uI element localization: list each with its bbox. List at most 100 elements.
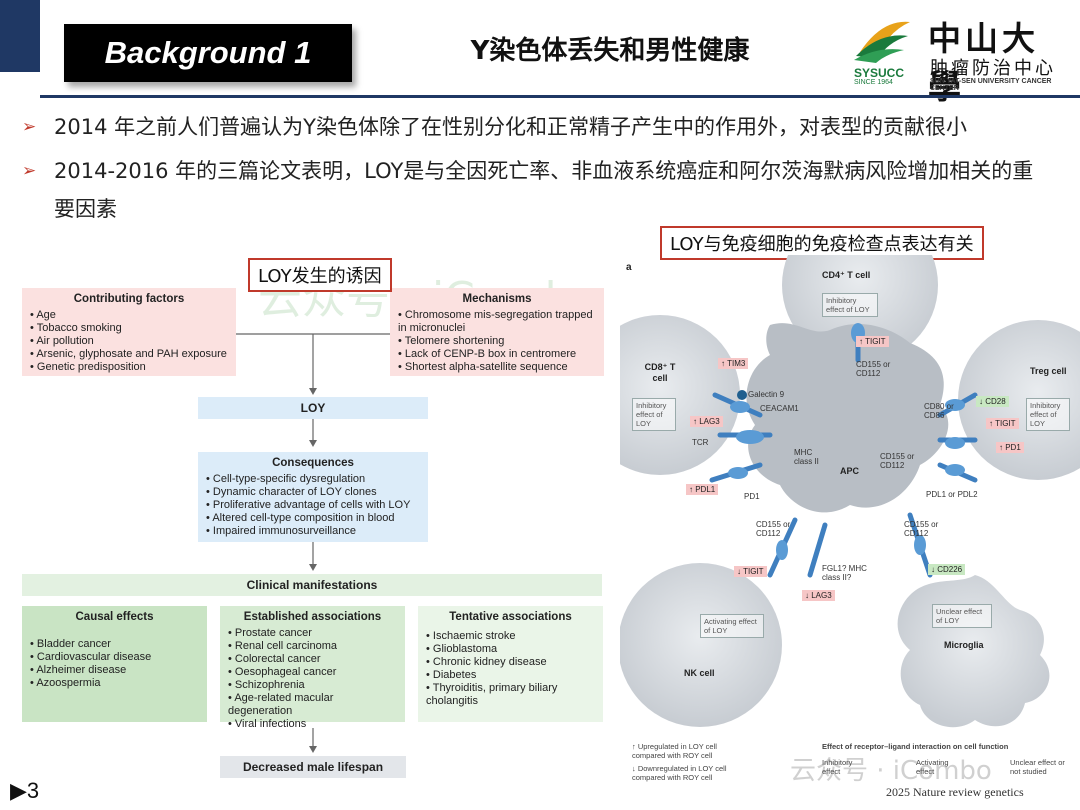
list-item: Thyroiditis, primary biliary cholangitis xyxy=(426,682,595,708)
bullet-item: ➢ 2014-2016 年的三篇论文表明，LOY是与全因死亡率、非血液系统癌症和… xyxy=(22,152,1052,228)
tag-pdl1: ↑ PDL1 xyxy=(686,484,719,495)
list-item: Bladder cancer xyxy=(30,638,199,651)
immune-cells-illustration xyxy=(620,255,1080,728)
legend-activating: Activating effect xyxy=(916,758,949,776)
list-item: Tobacco smoking xyxy=(30,322,228,335)
legend-down: ↓ Downregulated in LOY cell compared wit… xyxy=(632,764,727,782)
cd4-effect-label: Inhibitory effect of LOY xyxy=(822,293,878,317)
outcome-box: Decreased male lifespan xyxy=(220,756,406,778)
list-item: Age-related macular degeneration xyxy=(228,692,397,718)
legend-title: Effect of receptor–ligand interaction on… xyxy=(822,742,1009,751)
cd4-cell-label: CD4⁺ T cell xyxy=(822,270,871,280)
watermark: 云众号 · iCombo xyxy=(790,756,992,786)
bullet-list: ➢ 2014 年之前人们普遍认为Y染色体除了在性别分化和正常精子产生中的作用外，… xyxy=(22,108,1052,234)
legend-inhibitory: Inhibitory effect xyxy=(822,758,853,776)
mechanisms-box: Mechanisms Chromosome mis-segregation tr… xyxy=(390,288,604,376)
molecule-ceacam: CEACAM1 xyxy=(760,404,799,413)
list-item: Age xyxy=(30,309,228,322)
legend-up: ↑ Upregulated in LOY cell compared with … xyxy=(632,742,717,760)
consequences-title: Consequences xyxy=(272,457,354,469)
logo-abbr: SYSUCC xyxy=(854,66,905,80)
list-item: Arsenic, glyphosate and PAH exposure xyxy=(30,348,228,361)
causal-effects-title: Causal effects xyxy=(75,611,154,623)
mechanisms-title: Mechanisms xyxy=(462,293,532,305)
cd8-cell-label: CD8⁺ T cell xyxy=(644,362,676,383)
molecule-cd80: CD80 or CD86 xyxy=(924,402,954,420)
molecule-cd155-br: CD155 or CD112 xyxy=(904,520,939,538)
callout-left: LOY发生的诱因 xyxy=(248,258,392,292)
list-item: Alzheimer disease xyxy=(30,664,199,677)
molecule-cd155-right: CD155 or CD112 xyxy=(880,452,915,470)
tag-lag3-nk: ↓ LAG3 xyxy=(802,590,835,601)
nk-effect-label: Activating effect of LOY xyxy=(700,614,764,638)
institution-logo: SYSUCC SINCE 1964 中山大學 肿瘤防治中心 SUN YAT-SE… xyxy=(850,10,1072,106)
apc-label: APC xyxy=(840,466,860,476)
molecule-pd1: PD1 xyxy=(744,492,760,501)
causal-effects-box: Causal effects Bladder cancer Cardiovasc… xyxy=(22,606,207,722)
loy-box: LOY xyxy=(198,397,428,419)
cd8-effect-label: Inhibitory effect of LOY xyxy=(632,398,676,431)
tag-tigit-cd4: ↑ TIGIT xyxy=(856,336,889,347)
panel-letter: a xyxy=(626,262,632,273)
list-item: Glioblastoma xyxy=(426,643,595,656)
consequences-box: Consequences Cell-type-specific dysregul… xyxy=(198,452,428,542)
list-item: Ischaemic stroke xyxy=(426,630,595,643)
list-item: Viral infections xyxy=(228,718,397,731)
list-item: Renal cell carcinoma xyxy=(228,640,397,653)
logo-name-en: SUN YAT-SEN UNIVERSITY CANCER CENTER xyxy=(930,78,1052,92)
list-item: Proliferative advantage of cells with LO… xyxy=(206,499,420,512)
molecule-tcr: TCR xyxy=(692,438,709,447)
list-item: Chronic kidney disease xyxy=(426,656,595,669)
clinical-manifestations-band: Clinical manifestations xyxy=(22,574,602,596)
flow-connectors xyxy=(236,333,390,753)
tentative-associations-box: Tentative associations Ischaemic stroke … xyxy=(418,606,603,722)
list-item: Air pollution xyxy=(30,335,228,348)
established-associations-title: Established associations xyxy=(243,611,382,623)
slide-title: Y染色体丢失和男性健康 xyxy=(470,36,750,66)
list-item: Lack of CENP-B box in centromere xyxy=(398,348,596,361)
list-item: Cardiovascular disease xyxy=(30,651,199,664)
bullet-text: 2014 年之前人们普遍认为Y染色体除了在性别分化和正常精子产生中的作用外，对表… xyxy=(54,115,967,139)
contributing-factors-title: Contributing factors xyxy=(73,293,185,305)
list-item: Impaired immunosurveillance xyxy=(206,525,420,538)
molecule-mhc: MHC class II xyxy=(794,448,819,466)
molecule-galectin: Galectin 9 xyxy=(748,390,785,399)
slide-tag: Background 1 xyxy=(64,24,352,82)
logo-name-cn: 中山大學 xyxy=(928,19,1039,106)
microglia-label: Microglia xyxy=(944,640,984,650)
contributing-factors-box: Contributing factors Age Tobacco smoking… xyxy=(22,288,236,376)
header-divider xyxy=(40,95,1080,98)
tag-cd28: ↓ CD28 xyxy=(976,396,1009,407)
corner-accent xyxy=(0,0,40,72)
logo-sub-cn: 肿瘤防治中心 xyxy=(930,58,1056,79)
list-item: Oesophageal cancer xyxy=(228,666,397,679)
list-item: Chromosome mis-segregation trapped in mi… xyxy=(398,309,596,335)
list-item: Azoospermia xyxy=(30,677,199,690)
molecule-pdl: PDL1 or PDL2 xyxy=(926,490,978,499)
list-item: Genetic predisposition xyxy=(30,361,228,374)
list-item: Dynamic character of LOY clones xyxy=(206,486,420,499)
molecule-fgl: FGL1? MHC class II? xyxy=(822,564,867,582)
treg-effect-label: Inhibitory effect of LOY xyxy=(1026,398,1070,431)
tag-pd1-treg: ↑ PD1 xyxy=(996,442,1024,453)
logo-since: SINCE 1964 xyxy=(854,79,893,86)
molecule-cd155-bl: CD155 or CD112 xyxy=(756,520,791,538)
list-item: Altered cell-type composition in blood xyxy=(206,512,420,525)
bullet-arrow-icon: ➢ xyxy=(22,161,37,181)
list-item: Colorectal cancer xyxy=(228,653,397,666)
list-item: Telomere shortening xyxy=(398,335,596,348)
tag-cd226: ↓ CD226 xyxy=(928,564,966,575)
slide-number: ▶3 xyxy=(10,778,40,803)
established-associations-box: Established associations Prostate cancer… xyxy=(220,606,405,730)
bullet-item: ➢ 2014 年之前人们普遍认为Y染色体除了在性别分化和正常精子产生中的作用外，… xyxy=(22,108,1052,146)
bullet-arrow-icon: ➢ xyxy=(22,117,37,137)
tag-tigit-treg: ↑ TIGIT xyxy=(986,418,1019,429)
tag-tim3: ↑ TIM3 xyxy=(718,358,749,369)
tentative-associations-title: Tentative associations xyxy=(449,611,572,623)
microglia-effect-label: Unclear effect of LOY xyxy=(932,604,992,628)
list-item: Shortest alpha-satellite sequence xyxy=(398,361,596,374)
citation: 2025 Nature review genetics xyxy=(886,785,1024,799)
nk-cell-label: NK cell xyxy=(684,668,715,678)
list-item: Diabetes xyxy=(426,669,595,682)
list-item: Prostate cancer xyxy=(228,627,397,640)
